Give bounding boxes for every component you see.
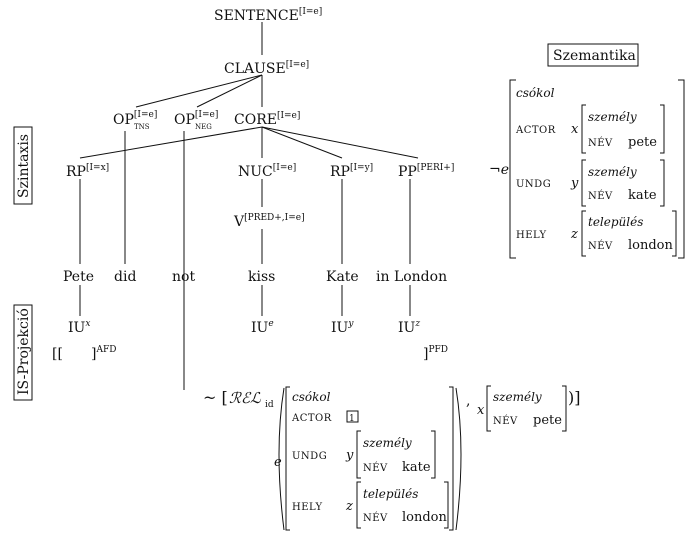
rel-undg-type: személy — [363, 436, 412, 450]
szintaxis-label-box — [13, 126, 33, 205]
undg-name: kate — [628, 188, 657, 203]
rel-event-var: e — [274, 455, 282, 470]
rel-undg-attr: UNDG — [292, 451, 327, 462]
actor-left-bracket — [581, 104, 586, 154]
rel-right-paren — [455, 387, 462, 531]
actor-tag: 1 — [349, 414, 355, 424]
actor-attr: ACTOR — [515, 125, 556, 136]
actor-nev: NÉV — [588, 137, 613, 149]
iu-x: IUx — [68, 319, 90, 336]
afd-close: ]AFD — [91, 345, 116, 362]
hely-right-bracket — [672, 210, 677, 257]
rel-undg-name: kate — [402, 460, 431, 475]
undg-type: személy — [588, 165, 637, 179]
is-projekcio-label-box — [13, 304, 33, 401]
undg-left-bracket — [581, 159, 586, 207]
semantics-avm: ¬e csókol ACTOR x személy NÉV pete UNDG … — [489, 79, 685, 259]
szintaxis-label: Szintaxis — [16, 134, 32, 198]
v-node: V[PRED+,I=e] — [233, 213, 305, 230]
rel-subscript: id — [265, 400, 274, 410]
avm-right-bracket — [678, 79, 685, 259]
rel-undg-var: y — [345, 448, 354, 463]
undg-attr: UNDG — [516, 179, 551, 190]
actor-var: x — [571, 122, 579, 137]
word-kiss: kiss — [248, 269, 275, 285]
rel-hely-name: london — [402, 510, 448, 525]
is-projekcio-label: IS-Projekció — [16, 308, 32, 395]
rel-hely-right-bracket — [444, 481, 449, 529]
rel-hely-attr: HELY — [292, 502, 323, 513]
rel-actor-attr: ACTOR — [291, 413, 332, 424]
rel-tilde: ~ [ — [203, 388, 228, 407]
nuc-node: NUC[I=e] — [238, 163, 296, 180]
rp-undergoer-node: RP[I=y] — [330, 163, 373, 180]
word-in-london: in London — [376, 269, 447, 285]
word-did: did — [114, 269, 136, 285]
tree-edges — [79, 22, 419, 390]
hely-var: z — [570, 227, 578, 242]
hely-name: london — [628, 238, 674, 253]
rel-symbol: ℛℰℒ — [229, 389, 262, 407]
szemantika-label: Szemantika — [553, 48, 636, 64]
avm-left-bracket — [509, 79, 516, 259]
rel-close: )] — [568, 388, 580, 407]
op-tns-node: OP[I=e] — [113, 110, 157, 128]
rel-avm-right-bracket — [449, 386, 454, 531]
iu-e: IUe — [251, 319, 274, 336]
rel-undg-right-bracket — [431, 430, 436, 479]
sentence-node: SENTENCE[I=e] — [214, 7, 322, 24]
word-kate: Kate — [326, 269, 359, 285]
rel-comma: , — [466, 393, 470, 409]
rel-x-nev: NÉV — [493, 415, 518, 427]
iu-y: IUy — [331, 319, 354, 336]
iu-z: IUz — [398, 319, 420, 336]
undg-var: y — [570, 176, 579, 191]
op-neg-node: OP[I=e] — [174, 110, 218, 128]
rel-hely-left-bracket — [356, 481, 361, 529]
hely-attr: HELY — [516, 230, 547, 241]
actor-type: személy — [588, 110, 637, 124]
rel-x-left-bracket — [486, 385, 491, 432]
szemantika-label-box — [547, 43, 639, 67]
op-neg-subscript: NEG — [195, 123, 212, 131]
word-pete: Pete — [63, 269, 94, 285]
hely-left-bracket — [581, 210, 586, 257]
clause-node: CLAUSE[I=e] — [224, 60, 309, 77]
rel-left-paren — [278, 387, 285, 531]
afd-open-bracket: [[ — [52, 346, 63, 362]
op-tns-subscript: TNS — [134, 123, 150, 131]
rel-x-var: x — [477, 403, 485, 418]
actor-right-bracket — [660, 104, 665, 154]
rel-x-right-bracket — [562, 385, 567, 432]
rel-undg-left-bracket — [356, 430, 361, 479]
predicate-csokol: csókol — [516, 86, 555, 100]
rel-x-name: pete — [533, 413, 562, 428]
hely-nev: NÉV — [588, 240, 613, 252]
actor-tag-box — [346, 410, 359, 423]
rel-structure: ~ [ ℛℰℒ id e csókol ACTOR 1 UNDG y szemé… — [203, 385, 580, 531]
rel-hely-type: település — [363, 487, 418, 501]
rel-undg-nev: NÉV — [363, 462, 388, 474]
undg-right-bracket — [660, 159, 665, 207]
rp-actor-node: RP[I=x] — [66, 163, 109, 180]
actor-name: pete — [628, 135, 657, 150]
rel-predicate: csókol — [292, 390, 331, 404]
rel-avm-left-bracket — [285, 386, 290, 531]
negated-event: ¬e — [489, 162, 509, 178]
rel-hely-nev: NÉV — [363, 512, 388, 524]
rel-x-type: személy — [493, 390, 542, 404]
pfd-close: ]PFD — [423, 345, 448, 362]
word-not: not — [172, 269, 195, 285]
rel-hely-var: z — [345, 499, 353, 514]
undg-nev: NÉV — [588, 190, 613, 202]
hely-type: település — [588, 215, 643, 229]
core-node: CORE[I=e] — [234, 111, 300, 128]
pp-node: PP[PERI+] — [398, 163, 454, 180]
